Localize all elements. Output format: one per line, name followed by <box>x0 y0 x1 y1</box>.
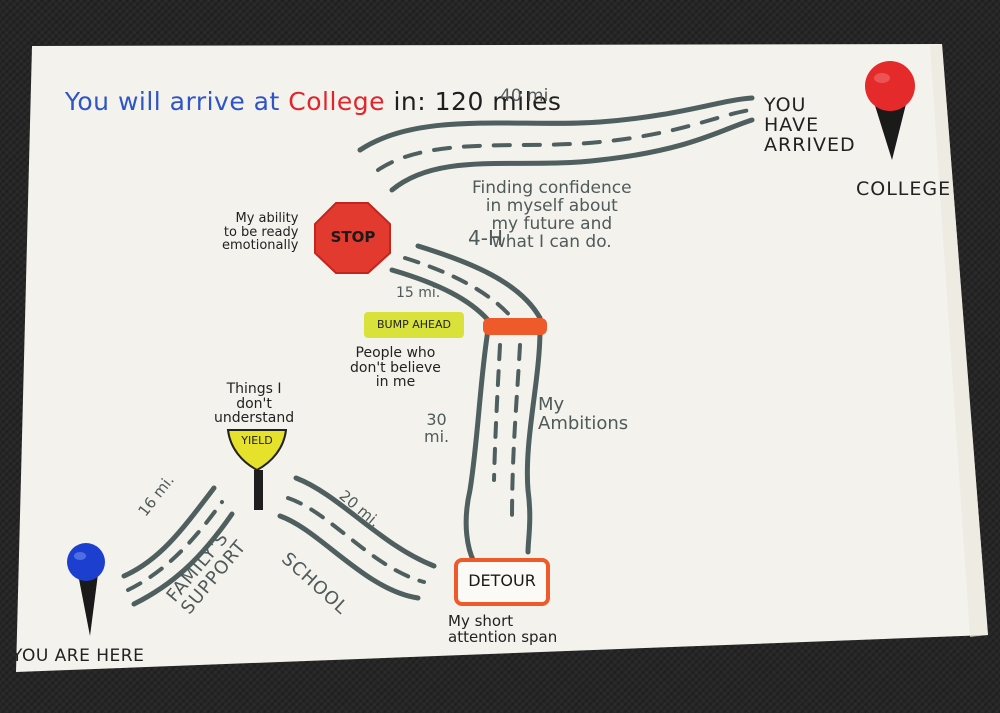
you-are-here-label: YOU ARE HERE <box>12 646 145 666</box>
middle-road <box>389 243 543 323</box>
college-label: COLLEGE <box>856 178 952 200</box>
middle-road-label: 4-H <box>468 226 503 250</box>
road-barrier <box>483 318 547 335</box>
stop-sign <box>314 202 391 274</box>
yield-sign <box>226 429 288 472</box>
detour-sign-label: DETOUR <box>468 571 536 590</box>
long-caption: My Ambitions <box>538 394 629 434</box>
detour-sign <box>454 558 550 606</box>
bump-ahead-caption: People who don't believe in me <box>350 345 441 391</box>
middle-distance: 15 mi. <box>396 285 441 301</box>
header-part-1: You will arrive at <box>64 87 289 116</box>
stop-sign-label: STOP <box>330 228 376 246</box>
header-college: College <box>288 87 386 116</box>
red-map-pin-icon <box>865 61 915 160</box>
top-road <box>357 95 755 193</box>
family-road <box>121 485 235 607</box>
school-road <box>277 475 437 601</box>
blue-map-pin-icon <box>67 543 105 636</box>
long-distance: 30 mi. <box>424 410 450 446</box>
top-caption: Finding confidence in myself about my fu… <box>472 178 632 252</box>
arrived-label: YOU HAVE ARRIVED <box>764 94 856 156</box>
stop-caption: My ability to be ready emotionally <box>222 211 299 254</box>
map-header: You will arrive at College in: 120 miles <box>48 58 561 116</box>
top-distance: 40 mi. <box>500 86 554 106</box>
bump-ahead-label: BUMP AHEAD <box>377 318 451 331</box>
detour-caption: My short attention span <box>448 612 558 646</box>
yield-post <box>254 470 263 510</box>
header-part-3: in: 120 miles <box>385 87 562 116</box>
yield-sign-label: YIELD <box>241 434 273 447</box>
bump-ahead-sign <box>364 312 464 338</box>
yield-caption: Things I don't understand <box>214 381 295 427</box>
long-road <box>463 327 543 565</box>
